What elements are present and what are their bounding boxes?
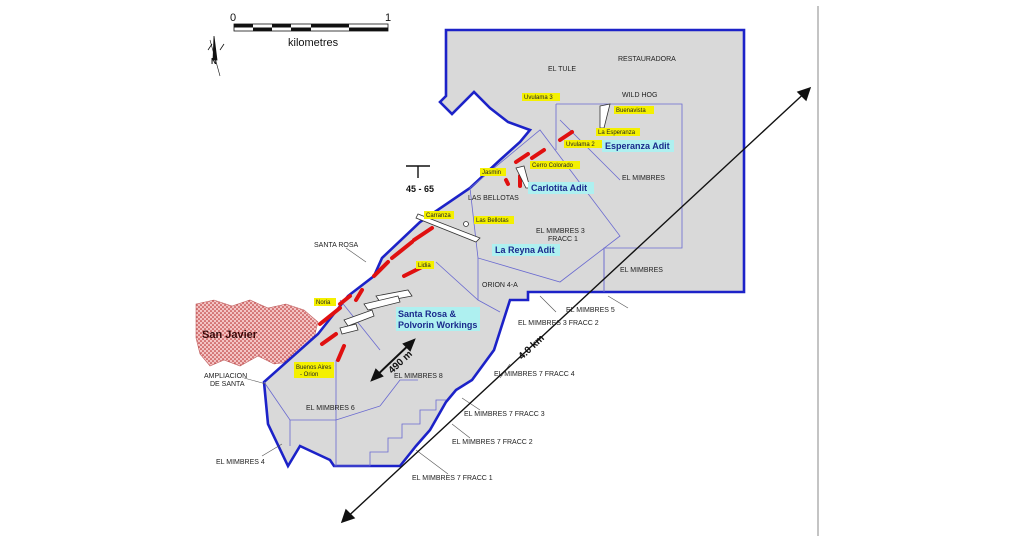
label-las-bellotas: LAS BELLOTAS — [468, 195, 519, 202]
highlight-jasmin — [480, 168, 506, 176]
concession-lines — [263, 103, 683, 466]
label-el-mimbres-4: EL MIMBRES 4 — [216, 459, 265, 466]
label-el-mimbres-3-fracc-1-a: EL MIMBRES 3 — [536, 228, 585, 235]
label-ampliacion-a: AMPLIACION — [204, 373, 247, 380]
vein-lidia: Lidia — [418, 263, 431, 269]
highlight-la-esperanza — [596, 128, 640, 136]
highlight-lidia — [416, 261, 434, 269]
vein-buenos-aires-a: Buenos Aires — [296, 365, 331, 371]
vein-carranza: Carranza — [426, 213, 451, 219]
scale-end: 1 — [385, 12, 391, 24]
vein-jasmin: Jasmin — [482, 170, 501, 176]
highlight-cerro-colorado — [530, 161, 580, 169]
concession-labels: EL TULE RESTAURADORA WILD HOG EL MIMBRES… — [204, 56, 676, 482]
workings-shapes — [339, 103, 611, 335]
vein-buenos-aires-b: - Orion — [300, 372, 318, 378]
label-wild-hog: WILD HOG — [622, 92, 657, 99]
highlight-la-reyna-adit — [492, 244, 560, 256]
vein-labels: Uvulama 3 Buenavista La Esperanza Uvulam… — [294, 93, 654, 378]
north-label: N — [211, 57, 217, 66]
vein-buenavista: Buenavista — [616, 108, 646, 114]
label-el-mimbres-6: EL MIMBRES 6 — [306, 405, 355, 412]
label-carlotita-adit: Carlotita Adit — [531, 183, 587, 193]
town-label: San Javier — [202, 329, 258, 341]
stepped-boundary — [334, 399, 446, 467]
vein-uvulama-2: Uvulama 2 — [566, 142, 595, 148]
label-el-mimbres-7-fracc-3: EL MIMBRES 7 FRACC 3 — [464, 411, 545, 418]
distance-arrow-4km — [340, 86, 812, 524]
highlight-buenavista — [614, 106, 654, 114]
vein-uvulama-3: Uvulama 3 — [524, 95, 553, 101]
dip-symbol — [406, 165, 430, 178]
label-el-mimbres-7-fracc-4: EL MIMBRES 7 FRACC 4 — [494, 371, 575, 378]
label-santa-rosa-b: Polvorin Workings — [398, 320, 477, 330]
vein-noria: Noria — [316, 300, 331, 306]
vein-cerro-colorado: Cerro Colorado — [532, 163, 574, 169]
label-el-tule: EL TULE — [548, 66, 576, 73]
vein-las-bellotas: Las Bellotas — [476, 218, 509, 224]
label-la-reyna-adit: La Reyna Adit — [495, 245, 555, 255]
label-el-mimbres-7-fracc-1: EL MIMBRES 7 FRACC 1 — [412, 475, 493, 482]
label-el-mimbres-b: EL MIMBRES — [620, 267, 663, 274]
highlight-las-bellotas — [474, 216, 514, 224]
label-el-mimbres-8: EL MIMBRES 8 — [394, 373, 443, 380]
scale-start: 0 — [230, 12, 236, 24]
distance-4km-label: 4.0 km — [517, 333, 547, 362]
vein-la-esperanza: La Esperanza — [598, 130, 636, 136]
dip-label: 45 - 65 — [406, 184, 434, 194]
highlight-uvulama-3 — [522, 93, 560, 101]
highlight-esperanza-adit — [602, 140, 674, 152]
label-ampliacion-b: DE SANTA — [210, 381, 245, 388]
workings-labels: Esperanza Adit Carlotita Adit La Reyna A… — [396, 140, 674, 331]
label-el-mimbres-7-fracc-2: EL MIMBRES 7 FRACC 2 — [452, 439, 533, 446]
distance-arrow-490m — [370, 338, 416, 382]
highlight-uvulama-2 — [564, 140, 602, 148]
label-santa-rosa-a: Santa Rosa & — [398, 309, 457, 319]
highlight-noria — [314, 298, 336, 306]
label-orion-4a: ORION 4-A — [482, 282, 518, 289]
scale-bar — [233, 23, 389, 32]
label-el-mimbres-5: EL MIMBRES 5 — [566, 307, 615, 314]
label-el-mimbres-a: EL MIMBRES — [622, 175, 665, 182]
highlight-santa-rosa-workings — [396, 307, 480, 331]
label-el-mimbres-3-fracc-1-b: FRACC 1 — [548, 236, 578, 243]
highlight-buenos-aires — [294, 362, 334, 378]
label-el-mimbres-3-fracc-2: EL MIMBRES 3 FRACC 2 — [518, 320, 599, 327]
scale-unit: kilometres — [288, 37, 339, 49]
label-restauradora: RESTAURADORA — [618, 56, 676, 63]
label-esperanza-adit: Esperanza Adit — [605, 141, 670, 151]
north-arrow-icon — [207, 35, 225, 77]
highlight-carlotita-adit — [528, 182, 594, 194]
highlight-carranza — [424, 211, 454, 219]
label-santa-rosa: SANTA ROSA — [314, 242, 359, 249]
